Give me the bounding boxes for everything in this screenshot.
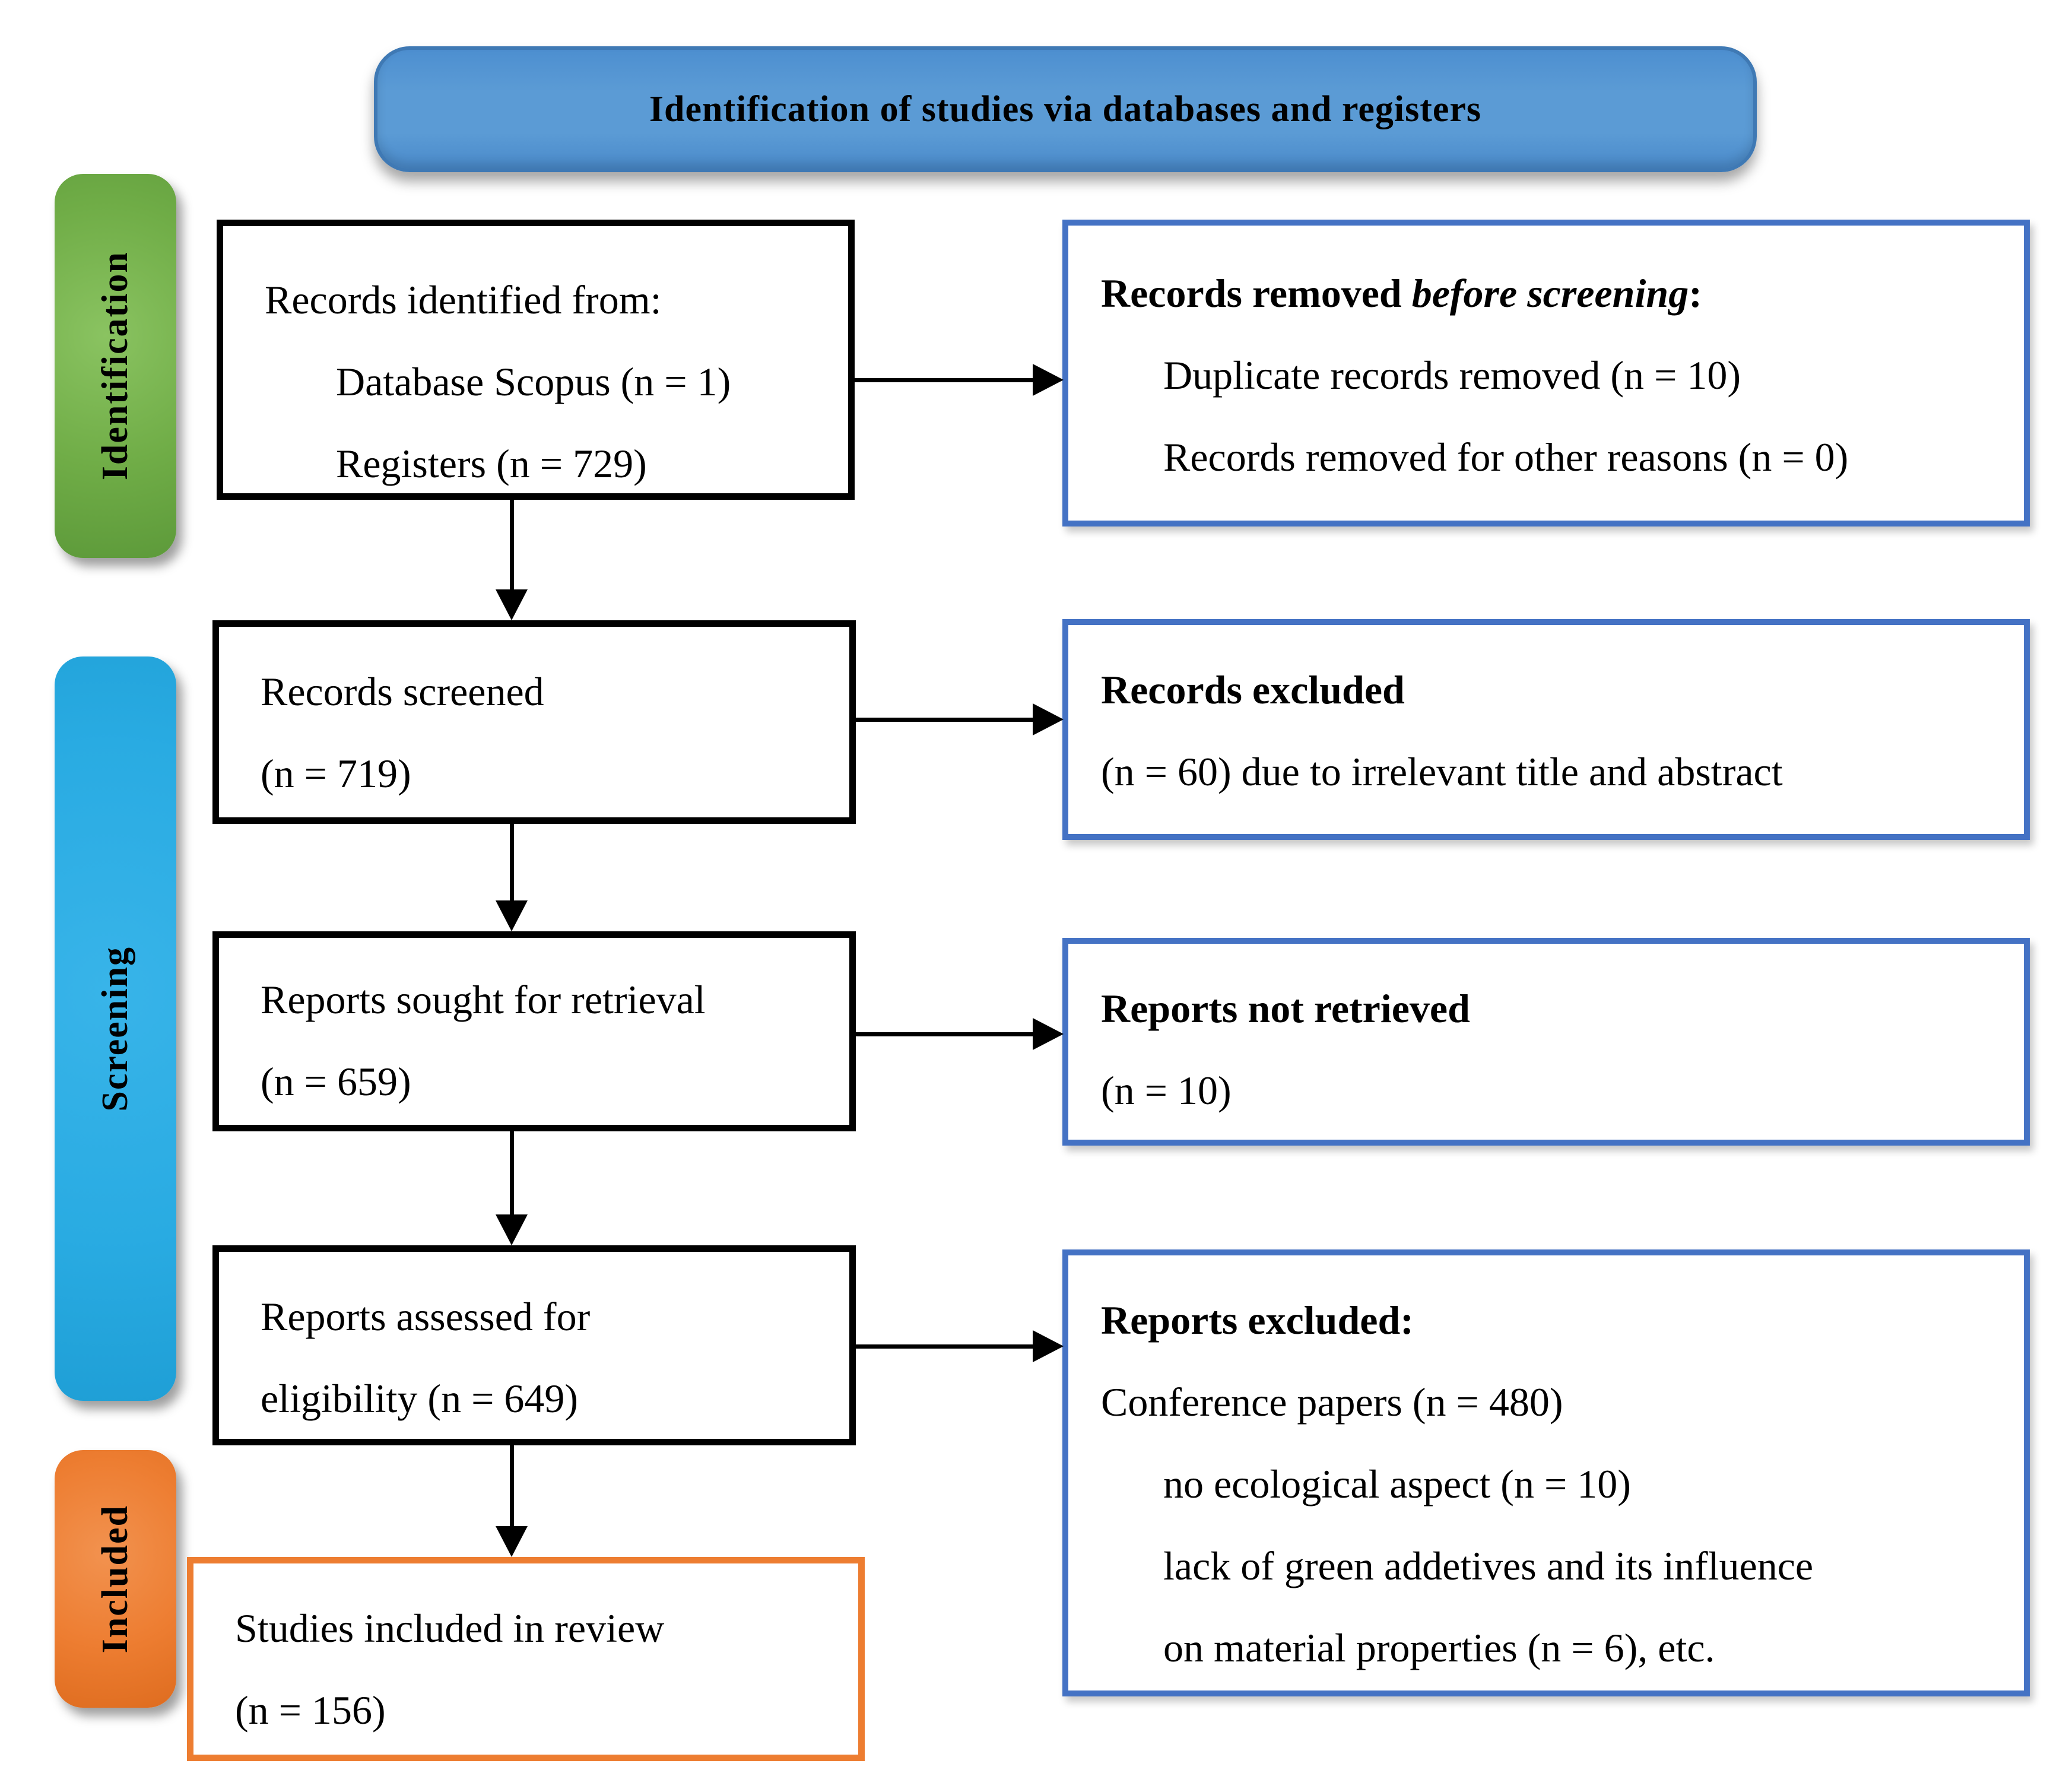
arrow-shaft [856, 1344, 1034, 1349]
records-identified-heading: Records identified from: [265, 277, 662, 322]
arrow-shaft [856, 1032, 1034, 1036]
box-records-screened: Records screened (n = 719) [212, 620, 856, 824]
stage-bar-screening: Screening [55, 656, 176, 1401]
studies-included-count: (n = 156) [235, 1688, 386, 1733]
box-records-removed: Records removed before screening: Duplic… [1062, 220, 2030, 527]
arrow-head-icon [1033, 364, 1064, 396]
box-records-excluded: Records excluded (n = 60) due to irrelev… [1062, 619, 2030, 840]
reports-not-retrieved-count: (n = 10) [1101, 1068, 1232, 1113]
studies-included-label: Studies included in review [235, 1606, 665, 1651]
box-reports-sought: Reports sought for retrieval (n = 659) [212, 931, 856, 1131]
records-identified-source-scopus: Database Scopus (n = 1) [336, 359, 731, 404]
arrow-shaft [510, 824, 514, 902]
arrow-shaft [855, 378, 1034, 382]
records-removed-heading-emphasis: before screening [1411, 271, 1689, 316]
reports-excluded-lack-of-additives: lack of green addetives and its influenc… [1163, 1543, 1814, 1588]
box-records-identified: Records identified from: Database Scopus… [217, 220, 855, 500]
arrow-head-icon [1033, 703, 1064, 735]
records-removed-other-reasons: Records removed for other reasons (n = 0… [1163, 434, 1849, 480]
stage-label-included: Included [95, 1504, 135, 1654]
reports-excluded-heading: Reports excluded: [1101, 1298, 1414, 1343]
records-removed-heading-prefix: Records removed [1101, 271, 1412, 316]
arrow-head-icon [496, 589, 528, 620]
arrow-shaft [856, 718, 1034, 722]
reports-excluded-conference-papers: Conference papers (n = 480) [1101, 1379, 1563, 1425]
diagram-title: Identification of studies via databases … [649, 88, 1482, 129]
reports-sought-count: (n = 659) [261, 1059, 411, 1104]
stage-label-identification: Identification [95, 251, 135, 481]
stage-bar-identification: Identification [55, 174, 176, 558]
stage-bar-included: Included [55, 1450, 176, 1708]
box-studies-included: Studies included in review (n = 156) [187, 1557, 865, 1761]
arrow-head-icon [496, 1214, 528, 1245]
reports-assessed-count: eligibility (n = 649) [261, 1376, 579, 1421]
arrow-shaft [510, 1445, 514, 1527]
records-screened-label: Records screened [261, 669, 544, 714]
reports-not-retrieved-label: Reports not retrieved [1101, 986, 1470, 1031]
reports-excluded-material-properties: on material properties (n = 6), etc. [1163, 1625, 1715, 1670]
reports-excluded-no-ecological-aspect: no ecological aspect (n = 10) [1163, 1461, 1631, 1506]
records-identified-source-registers: Registers (n = 729) [336, 441, 647, 486]
arrow-head-icon [496, 900, 528, 931]
records-removed-duplicates: Duplicate records removed (n = 10) [1163, 353, 1741, 398]
records-screened-count: (n = 719) [261, 751, 411, 796]
records-removed-heading-suffix: : [1689, 271, 1702, 316]
reports-assessed-label: Reports assessed for [261, 1294, 591, 1339]
arrow-shaft [510, 1131, 514, 1216]
box-reports-assessed: Reports assessed for eligibility (n = 64… [212, 1245, 856, 1445]
stage-label-screening: Screening [95, 946, 135, 1112]
box-reports-excluded: Reports excluded: Conference papers (n =… [1062, 1249, 2030, 1696]
records-excluded-label: Records excluded [1101, 667, 1405, 712]
arrow-shaft [510, 500, 514, 591]
reports-sought-label: Reports sought for retrieval [261, 977, 706, 1022]
box-reports-not-retrieved: Reports not retrieved (n = 10) [1062, 938, 2030, 1146]
arrow-head-icon [1033, 1330, 1064, 1362]
records-excluded-reason: (n = 60) due to irrelevant title and abs… [1101, 749, 1783, 794]
arrow-head-icon [496, 1526, 528, 1557]
arrow-head-icon [1033, 1018, 1064, 1050]
title-banner: Identification of studies via databases … [374, 46, 1757, 172]
records-removed-heading: Records removed before screening: [1101, 252, 1702, 334]
